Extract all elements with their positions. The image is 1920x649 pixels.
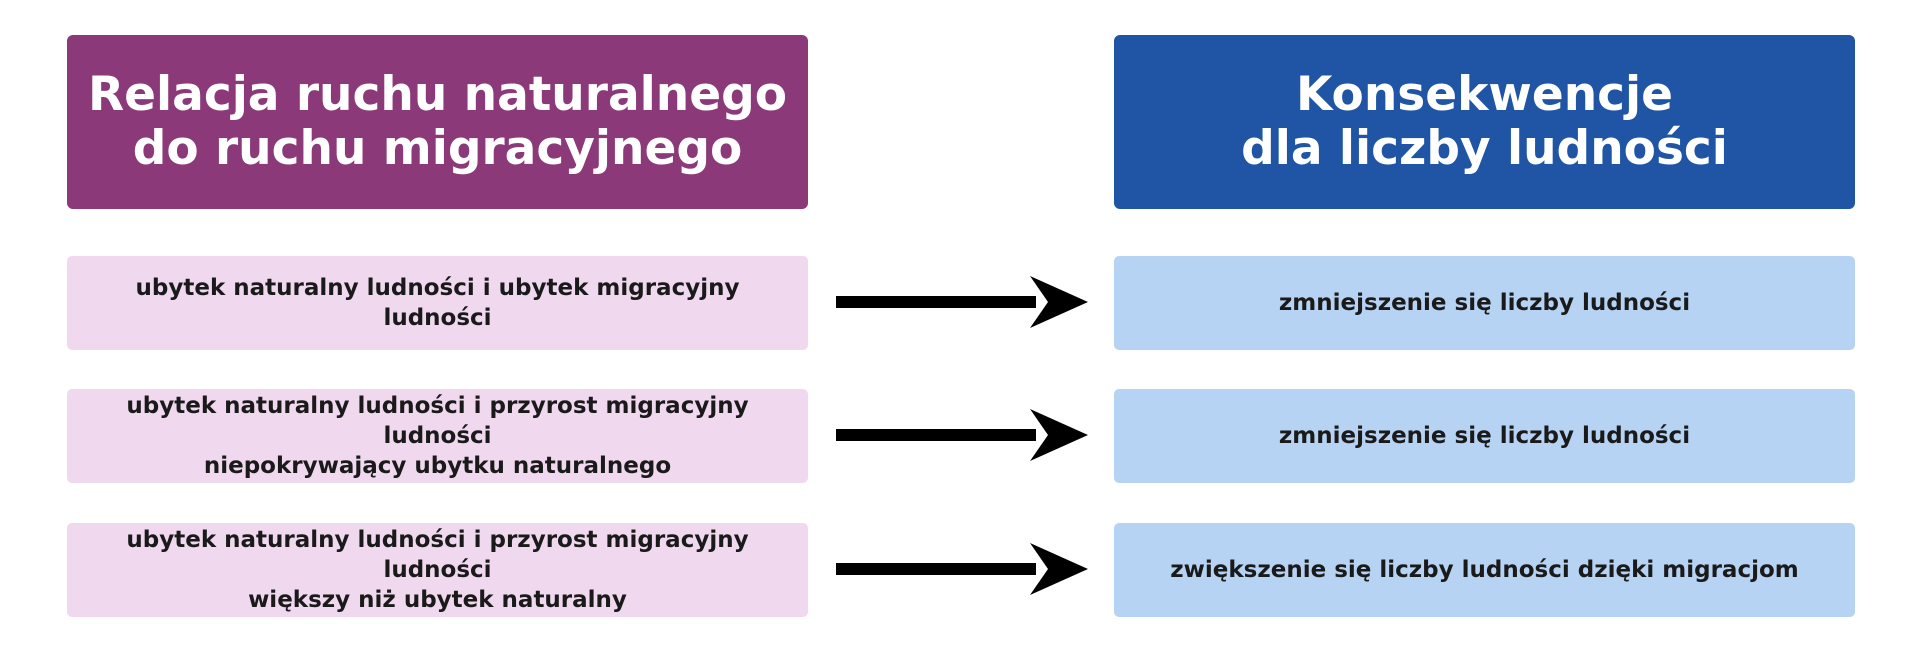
right-arrow-icon <box>836 276 1088 328</box>
consequence-cell-2: zmniejszenie się liczby ludności <box>1114 389 1855 483</box>
relation-cell-1: ubytek naturalny ludności i ubytek migra… <box>67 256 808 350</box>
relation-column-header: Relacja ruchu naturalnego do ruchu migra… <box>67 35 808 209</box>
relation-cell-2: ubytek naturalny ludności i przyrost mig… <box>67 389 808 483</box>
right-arrow-icon <box>836 543 1088 595</box>
consequence-cell-3: zwiększenie się liczby ludności dzięki m… <box>1114 523 1855 617</box>
right-arrow-icon <box>836 409 1088 461</box>
consequence-cell-1: zmniejszenie się liczby ludności <box>1114 256 1855 350</box>
consequence-column-header: Konsekwencje dla liczby ludności <box>1114 35 1855 209</box>
relation-cell-3: ubytek naturalny ludności i przyrost mig… <box>67 523 808 617</box>
